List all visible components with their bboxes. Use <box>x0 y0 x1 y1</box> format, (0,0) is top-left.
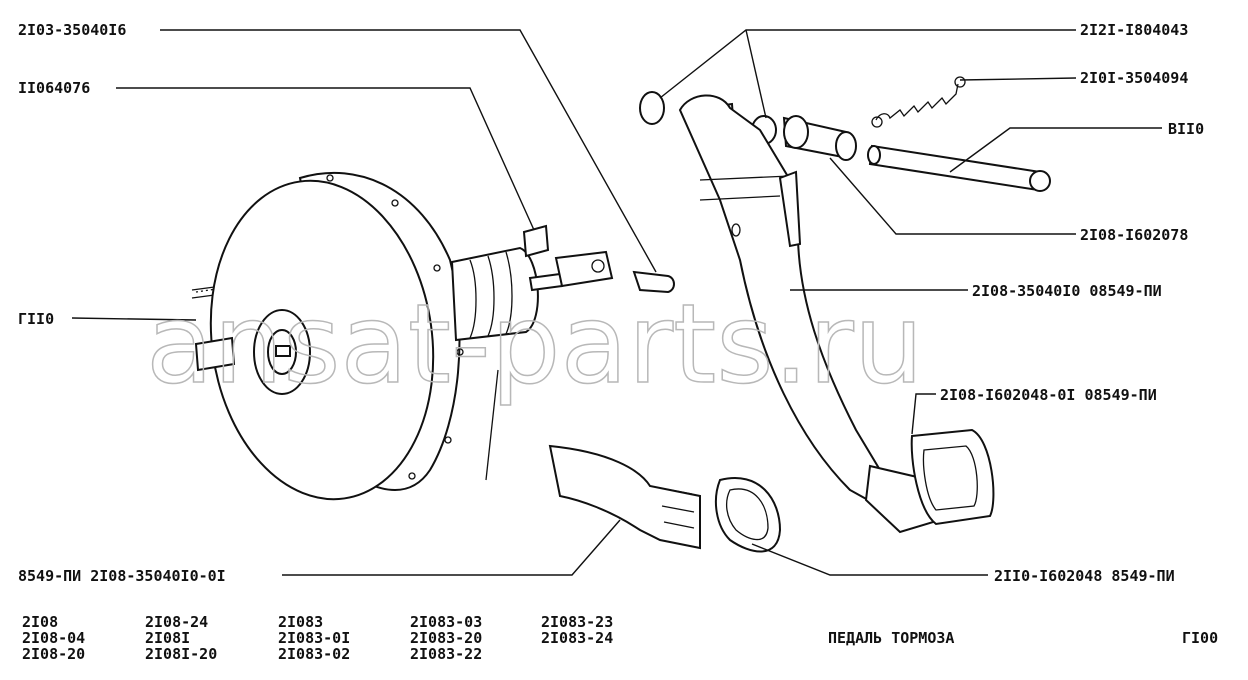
model-code: 2I083-22 <box>410 645 482 663</box>
label-pad-middle: 2II0-I602048 8549-ПИ <box>994 567 1175 585</box>
pedal-pads <box>548 428 995 553</box>
leader-lines <box>71 29 1162 576</box>
label-pad-curved: 8549-ПИ 2I08-35040I0-0I <box>18 567 226 585</box>
model-code: 2I083-23 <box>541 613 613 631</box>
callout-labels: 2I03-35040I6 II064076 2I2I-I804043 2I0I-… <box>18 21 1204 585</box>
label-sleeve: 2I08-I602078 <box>1080 226 1188 244</box>
label-axle: BII0 <box>1168 120 1204 138</box>
brake-booster <box>191 171 614 501</box>
model-code: 2I083-02 <box>278 645 350 663</box>
label-pad-right: 2I08-I602048-0I 08549-ПИ <box>940 386 1157 404</box>
model-code: 2I083 <box>278 613 323 631</box>
label-pushrod-pin: 2I03-35040I6 <box>18 21 126 39</box>
label-bushing: 2I2I-I804043 <box>1080 21 1188 39</box>
model-code: 2I08-24 <box>145 613 208 631</box>
diagram-title: ПЕДАЛЬ ТОРМОЗА <box>828 629 954 647</box>
label-pedal: 2I08-35040I0 08549-ПИ <box>972 282 1162 300</box>
model-code: 2I08-04 <box>22 629 85 647</box>
page-code: ГI00 <box>1182 629 1218 647</box>
label-spring: 2I0I-3504094 <box>1080 69 1188 87</box>
watermark-text: ansat-parts.ru <box>146 280 923 408</box>
model-code: 2I083-24 <box>541 629 613 647</box>
model-code: 2I083-0I <box>278 629 350 647</box>
model-code: 2I08-20 <box>22 645 85 663</box>
model-code: 2I083-03 <box>410 613 482 631</box>
model-list: 2I08 2I08-04 2I08-20 2I08-24 2I08I 2I08I… <box>22 613 613 663</box>
model-code: 2I08 <box>22 613 58 631</box>
model-code: 2I083-20 <box>410 629 482 647</box>
label-clip: II064076 <box>18 79 90 97</box>
model-code: 2I08I <box>145 629 190 647</box>
model-code: 2I08I-20 <box>145 645 217 663</box>
label-booster: ГII0 <box>18 310 54 328</box>
